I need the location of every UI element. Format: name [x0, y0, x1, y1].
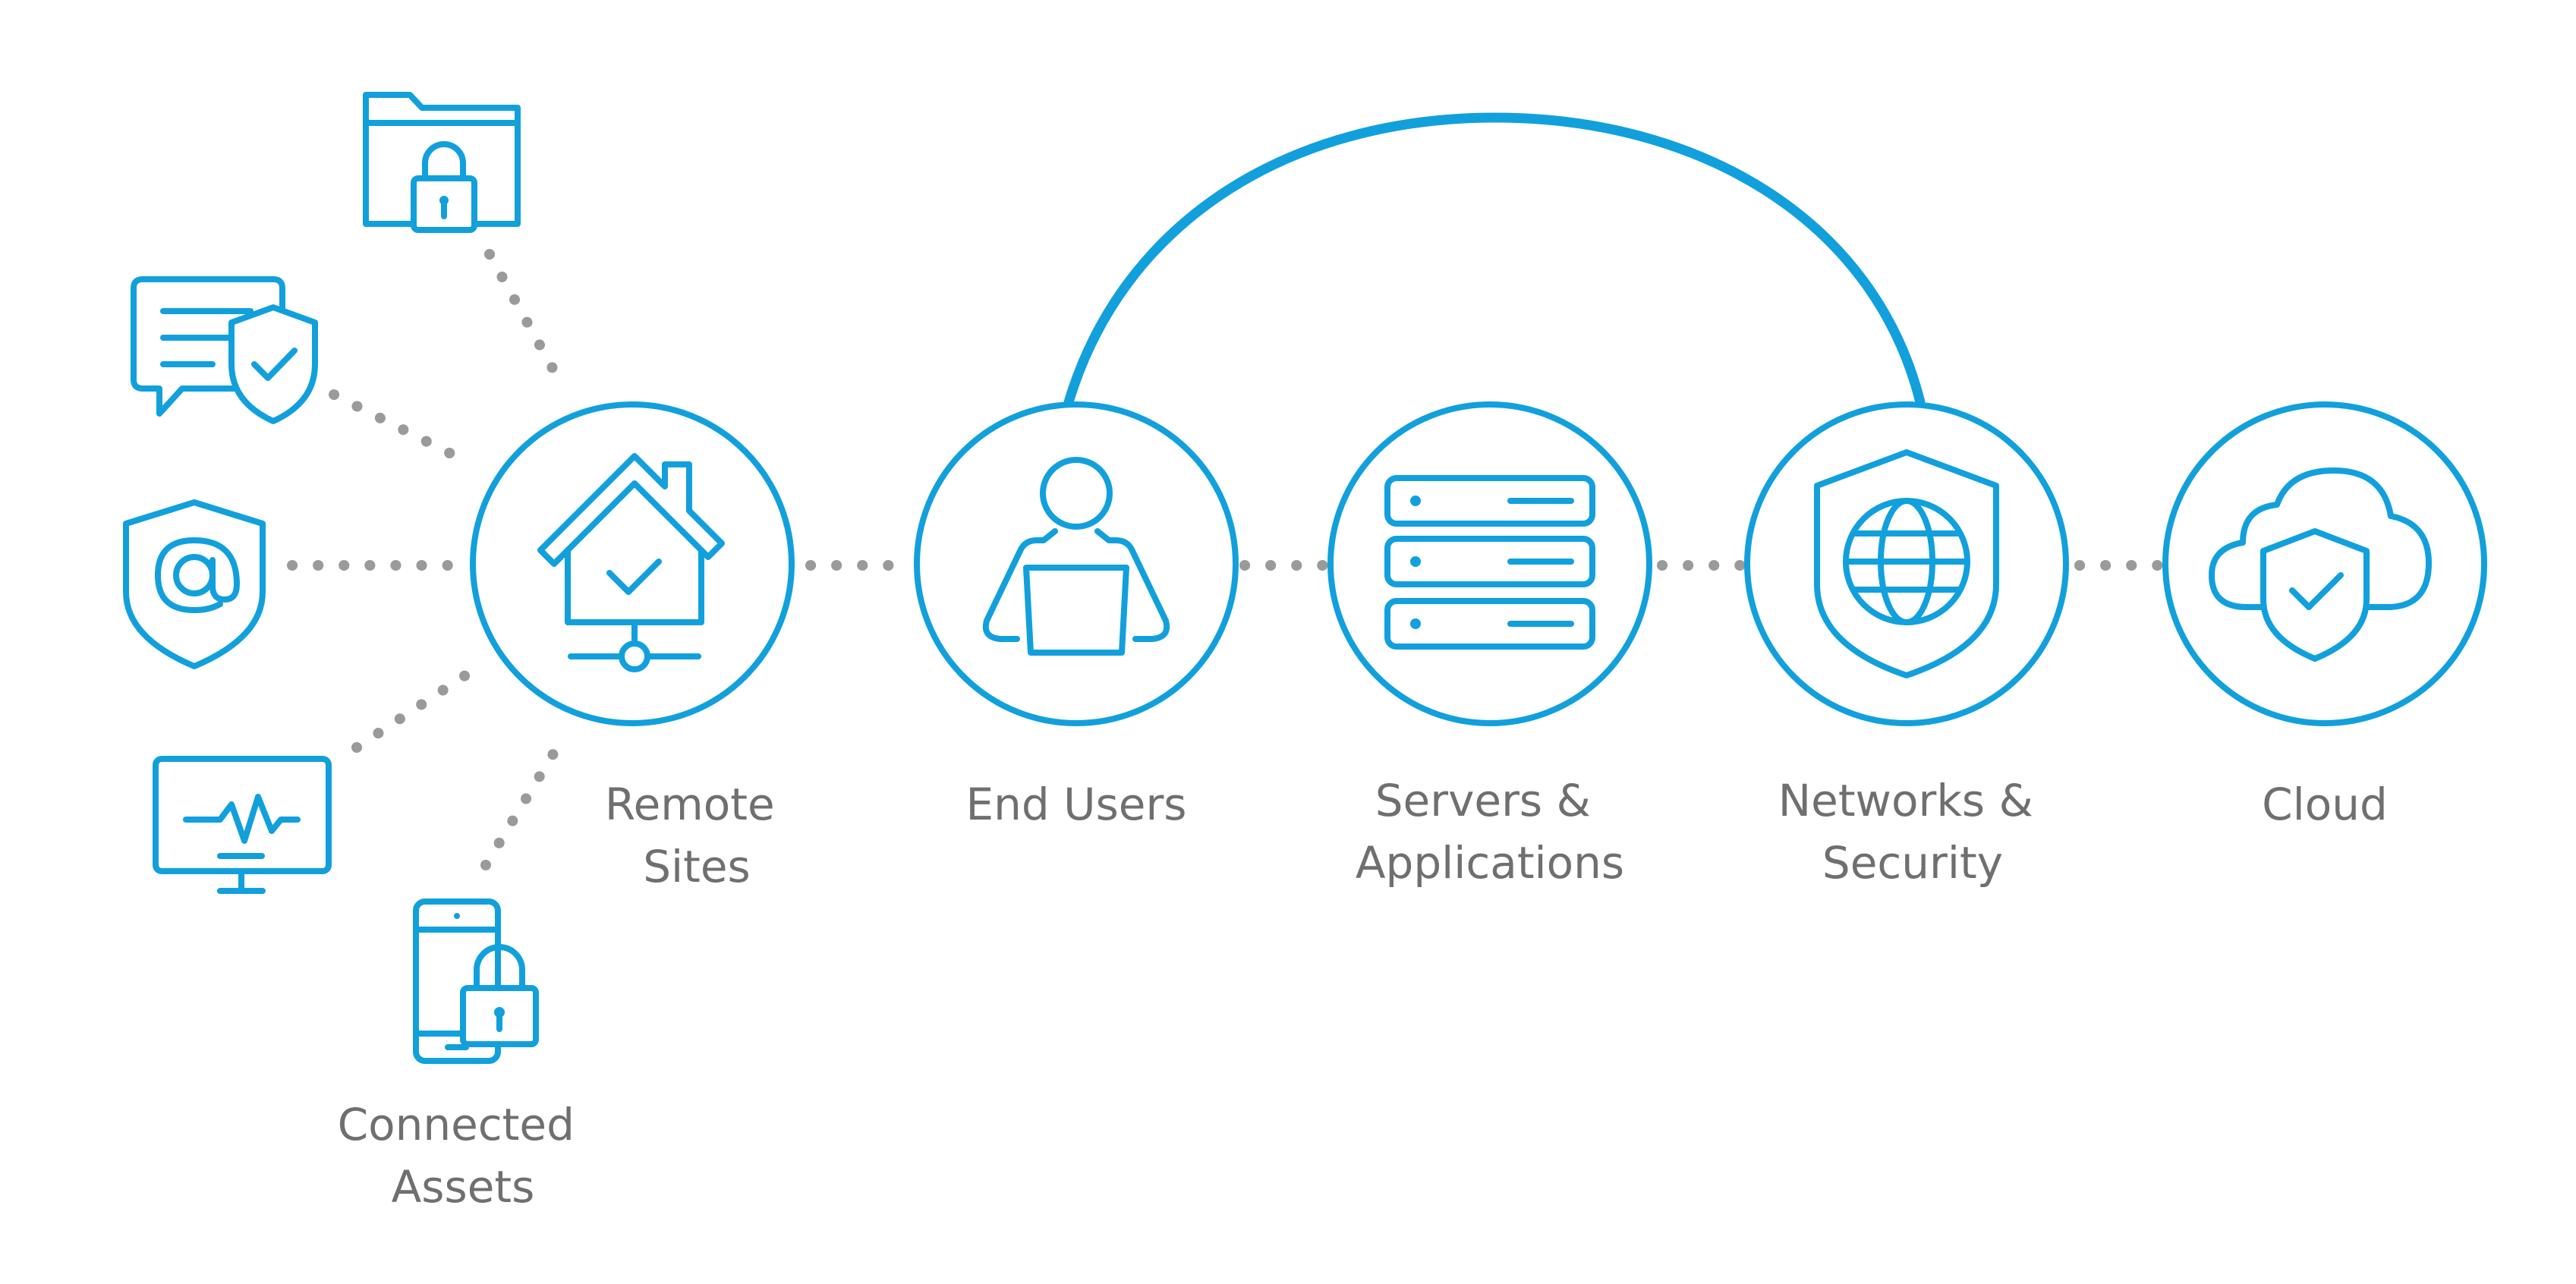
label-cloud: Cloud [2262, 779, 2388, 830]
house-network-icon [537, 453, 725, 672]
cloud-shield-icon [2209, 467, 2432, 662]
node-servers-circle [1327, 401, 1652, 726]
node-remote-sites [470, 401, 795, 726]
label-remote-sites: Remote Sites [605, 779, 789, 892]
node-remote-sites-circle [470, 401, 795, 726]
label-networks-line-1: Networks & [1778, 775, 2033, 826]
label-connected-assets: Connected Assets [338, 1099, 589, 1213]
label-servers-applications: Servers & Applications [1356, 775, 1624, 889]
connector-mobile-device [480, 735, 567, 870]
label-end-users: End Users [965, 779, 1186, 830]
node-networks-security [1744, 401, 2069, 726]
arc-end-users-to-networks [1063, 112, 1926, 408]
label-networks-line-2: Security [1822, 837, 2003, 889]
node-networks-circle [1744, 401, 2069, 726]
phone-lock-icon [413, 898, 539, 1064]
globe-shield-icon [1814, 449, 1999, 678]
label-remote-sites-line-1: Remote [605, 779, 775, 830]
node-end-users-circle [914, 401, 1239, 726]
node-servers-applications [1327, 401, 1652, 726]
connector-secure-folder [484, 249, 567, 390]
label-servers-line-1: Servers & [1375, 775, 1591, 826]
chat-shield-icon [131, 276, 318, 424]
server-rack-icon [1384, 475, 1595, 650]
label-servers-line-2: Applications [1356, 837, 1624, 889]
folder-lock-icon [363, 92, 521, 233]
node-cloud [2162, 401, 2487, 726]
label-connected-assets-line-2: Assets [392, 1161, 535, 1213]
connector-secure-messaging [329, 389, 474, 468]
label-remote-sites-line-2: Sites [643, 841, 751, 892]
monitor-pulse-icon [153, 756, 332, 894]
node-cloud-circle [2162, 401, 2487, 726]
connector-monitoring [351, 662, 482, 753]
email-shield-icon [123, 499, 266, 669]
user-laptop-icon [982, 457, 1170, 656]
labels: Remote Sites End Users Servers & Applica… [338, 775, 2388, 1213]
label-networks-security: Networks & Security [1778, 775, 2048, 889]
connectors [287, 249, 2165, 870]
node-end-users [914, 401, 1239, 726]
label-connected-assets-line-1: Connected [338, 1099, 575, 1150]
